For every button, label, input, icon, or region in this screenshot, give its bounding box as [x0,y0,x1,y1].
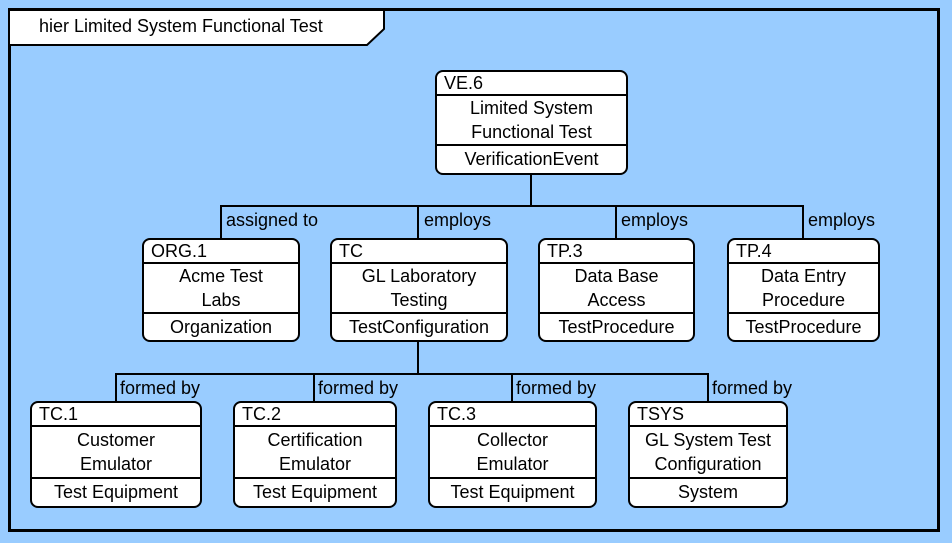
node-name-line2: Procedure [761,290,846,310]
edge-label-formed-by-tc2: formed by [318,378,399,398]
node-ve6[interactable]: VE.6 Limited System Functional Test Veri… [435,70,628,175]
node-name-line2: Access [587,290,646,310]
node-number: TC.3 [430,403,595,427]
edge-label-employs-tp4: employs [808,210,876,230]
node-name: Data Base Access [540,264,693,312]
node-name: Limited System Functional Test [437,96,626,144]
node-type: VerificationEvent [437,144,626,173]
node-name: GL System Test Configuration [630,427,786,477]
node-org1[interactable]: ORG.1 Acme Test Labs Organization [142,238,300,342]
node-tc1[interactable]: TC.1 Customer Emulator Test Equipment [30,401,202,508]
node-type: System [630,477,786,506]
connector-drop-tc [417,205,419,238]
node-name-line1: Limited System [469,98,594,118]
node-tp4[interactable]: TP.4 Data Entry Procedure TestProcedure [727,238,880,342]
connector-ve6-stem [530,175,532,207]
connector-drop-tc2 [313,373,315,401]
node-name: Certification Emulator [235,427,395,477]
node-name-line1: Data Entry [760,266,847,286]
node-type: Test Equipment [235,477,395,506]
node-tsys[interactable]: TSYS GL System Test Configuration System [628,401,788,508]
node-type: TestProcedure [540,312,693,341]
connector-drop-tc1 [115,373,117,401]
node-name-line1: Data Base [574,266,659,286]
node-name: Collector Emulator [430,427,595,477]
node-number: TC.2 [235,403,395,427]
node-number: VE.6 [437,72,626,96]
connector-drop-tp3 [615,205,617,238]
node-name-line2: Testing [390,290,448,310]
node-name: GL Laboratory Testing [332,264,506,312]
node-name-line1: GL Laboratory [361,266,477,286]
node-name-line1: Certification [267,430,363,450]
node-number: TP.3 [540,240,693,264]
connector-ve6-bus [220,205,804,207]
node-name-line2: Configuration [654,454,762,474]
diagram-title: hier Limited System Functional Test [39,16,323,36]
edge-label-assigned-to: assigned to [226,210,319,230]
connector-drop-tc3 [511,373,513,401]
node-type: TestProcedure [729,312,878,341]
node-name-line1: Customer [76,430,156,450]
edge-label-formed-by-tsys: formed by [712,378,793,398]
node-name-line1: Acme Test [179,266,263,286]
node-name-line2: Functional Test [471,122,592,142]
node-type: TestConfiguration [332,312,506,341]
node-number: TC [332,240,506,264]
node-name-line2: Emulator [79,454,153,474]
node-name-line1: Collector [476,430,549,450]
connector-drop-org1 [220,205,222,238]
edge-label-formed-by-tc3: formed by [516,378,597,398]
node-tp3[interactable]: TP.3 Data Base Access TestProcedure [538,238,695,342]
connector-drop-tsys [707,373,709,401]
node-type: Test Equipment [32,477,200,506]
edge-label-employs-tp3: employs [621,210,689,230]
node-name: Customer Emulator [32,427,200,477]
node-name-line2: Emulator [278,454,352,474]
node-tc[interactable]: TC GL Laboratory Testing TestConfigurati… [330,238,508,342]
node-number: TSYS [630,403,786,427]
node-number: TC.1 [32,403,200,427]
node-name: Acme Test Labs [144,264,298,312]
node-name: Data Entry Procedure [729,264,878,312]
node-name-line2: Emulator [476,454,549,474]
node-number: ORG.1 [144,240,298,264]
node-tc2[interactable]: TC.2 Certification Emulator Test Equipme… [233,401,397,508]
connector-drop-tp4 [802,205,804,238]
node-name-line1: GL System Test [644,430,772,450]
connector-tc-bus [115,373,709,375]
node-number: TP.4 [729,240,878,264]
node-type: Organization [144,312,298,341]
edge-label-employs-tc: employs [424,210,492,230]
node-tc3[interactable]: TC.3 Collector Emulator Test Equipment [428,401,597,508]
diagram-frame [8,8,940,532]
node-type: Test Equipment [430,477,595,506]
connector-tc-stem [417,342,419,374]
edge-label-formed-by-tc1: formed by [120,378,201,398]
diagram-title-tab [8,9,385,46]
node-name-line2: Labs [201,290,241,310]
